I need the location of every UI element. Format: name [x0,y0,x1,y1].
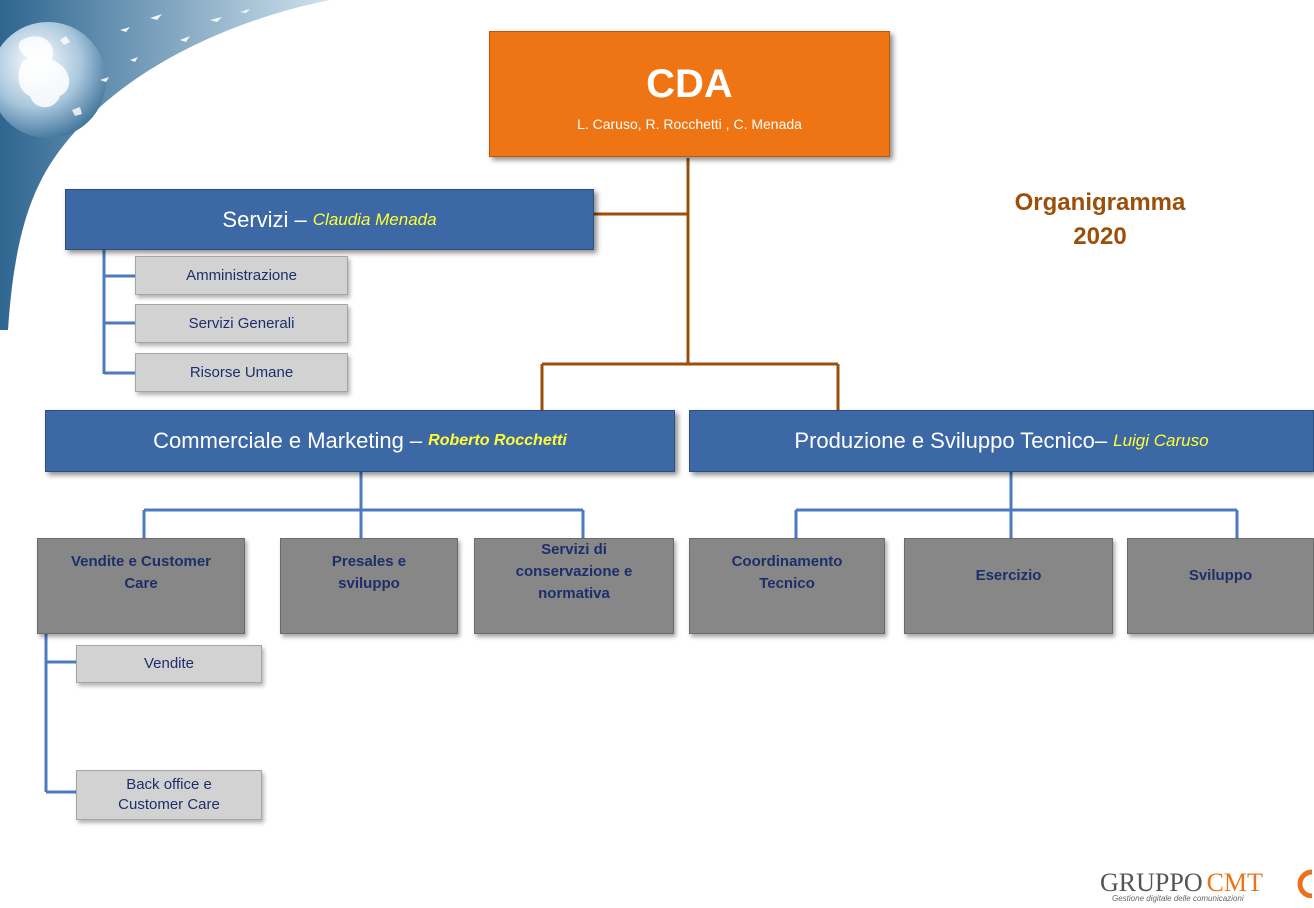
commerciale-box: Commerciale e Marketing – Roberto Rocche… [45,410,675,472]
produzione-label: Produzione e Sviluppo Tecnico– [794,428,1108,453]
unit-line: sviluppo [338,575,400,592]
servizi-sub-risorse-umane: Risorse Umane [135,353,348,392]
gruppo-cmt-logo: GRUPPO CMT Gestione digitale delle comun… [1100,868,1314,908]
sub-label: Customer Care [118,796,220,813]
servizi-head: Claudia Menada [312,209,437,229]
servizi-sub-label: Risorse Umane [189,363,294,381]
unit-line: conservazione e [515,563,633,580]
unit-sviluppo: Sviluppo [1127,538,1314,634]
sub-vendite: Vendite [76,645,262,683]
servizi-box: Servizi – Claudia Menada [65,189,594,250]
unit-line: Sviluppo [1188,567,1253,584]
servizi-sub-generali: Servizi Generali [135,304,348,343]
unit-line: Vendite e Customer [70,553,212,570]
chart-title: Organigramma 2020 [980,186,1220,254]
sub-back-office-customer-care: Back office e Customer Care [76,770,262,820]
title-line1: Organigramma [1014,189,1186,216]
servizi-sub-label: Amministrazione [186,266,297,284]
unit-line: normativa [538,585,610,602]
servizi-sub-label: Servizi Generali [188,314,295,332]
unit-presales-sviluppo: Presales e sviluppo [280,538,458,634]
sub-label: Vendite [143,655,195,672]
unit-line: Tecnico [759,575,815,592]
commerciale-label: Commerciale e Marketing – [153,428,423,453]
unit-line: Presales e [331,553,407,570]
produzione-box: Produzione e Sviluppo Tecnico– Luigi Car… [689,410,1314,472]
commerciale-head: Roberto Rocchetti [428,432,567,449]
logo-tagline: Gestione digitale delle comunicazioni [1112,894,1244,903]
unit-line: Care [124,575,158,592]
globe-decoration [0,0,330,330]
unit-coordinamento-tecnico: Coordinamento Tecnico [689,538,885,634]
unit-line: Esercizio [975,567,1042,584]
logo-cmt: CMT [1206,868,1263,897]
produzione-head: Luigi Caruso [1113,431,1209,450]
title-line2: 2020 [1073,223,1127,250]
sub-label: Back office e [126,776,212,793]
servizi-sub-amministrazione: Amministrazione [135,256,348,295]
servizi-label: Servizi – [222,206,307,232]
cda-title: CDA [646,62,733,106]
logo-circle-icon [1297,869,1313,898]
unit-esercizio: Esercizio [904,538,1113,634]
unit-vendite-customer-care: Vendite e Customer Care [37,538,245,634]
unit-line: Coordinamento [731,553,843,570]
cda-members: L. Caruso, R. Rocchetti , C. Menada [577,116,802,132]
unit-servizi-conservazione: Servizi di conservazione e normativa [474,538,674,634]
unit-line: Servizi di [541,541,607,558]
logo-gruppo: GRUPPO [1100,868,1203,897]
cda-box: CDA L. Caruso, R. Rocchetti , C. Menada [489,31,890,157]
